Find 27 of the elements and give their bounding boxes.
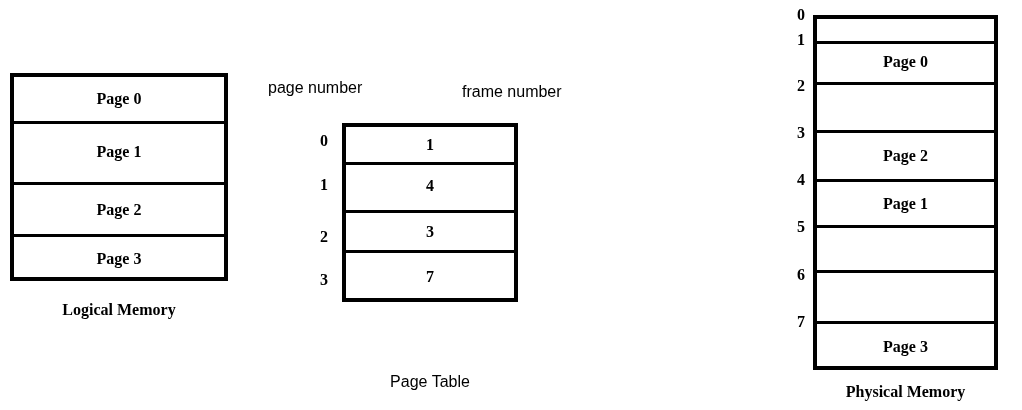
frame-index: 0 xyxy=(797,6,805,24)
frame-number-entry: 1 xyxy=(346,127,514,165)
frame-number-entry: 7 xyxy=(346,253,514,301)
page-index: 2 xyxy=(320,228,328,246)
frame-number-entry: 4 xyxy=(346,162,514,213)
column-heading: frame number xyxy=(462,83,562,101)
frame-number-entry: 3 xyxy=(346,213,514,253)
frame-index: 4 xyxy=(797,171,805,189)
frame-index: 5 xyxy=(797,218,805,236)
column-heading: page number xyxy=(268,79,363,97)
page-index: 1 xyxy=(320,176,328,194)
frame-index: 2 xyxy=(797,77,805,95)
frame-index: 3 xyxy=(797,124,805,142)
memory-caption: Page Table xyxy=(389,373,471,391)
frame-index: 1 xyxy=(797,31,805,49)
page-slot: Page 1 xyxy=(14,121,224,185)
page-slot: Page 3 xyxy=(817,324,994,369)
page-slot: Page 0 xyxy=(14,77,224,124)
frame-index: 7 xyxy=(797,313,805,331)
memory-caption: Physical Memory xyxy=(844,383,967,401)
page-index: 0 xyxy=(320,132,328,150)
page-slot: Page 3 xyxy=(14,237,224,280)
frame-index: 6 xyxy=(797,266,805,284)
page-slot: Page 2 xyxy=(817,133,994,182)
memory-caption: Logical Memory xyxy=(61,301,177,319)
page-index: 3 xyxy=(320,271,328,289)
page-slot: Page 2 xyxy=(14,185,224,237)
